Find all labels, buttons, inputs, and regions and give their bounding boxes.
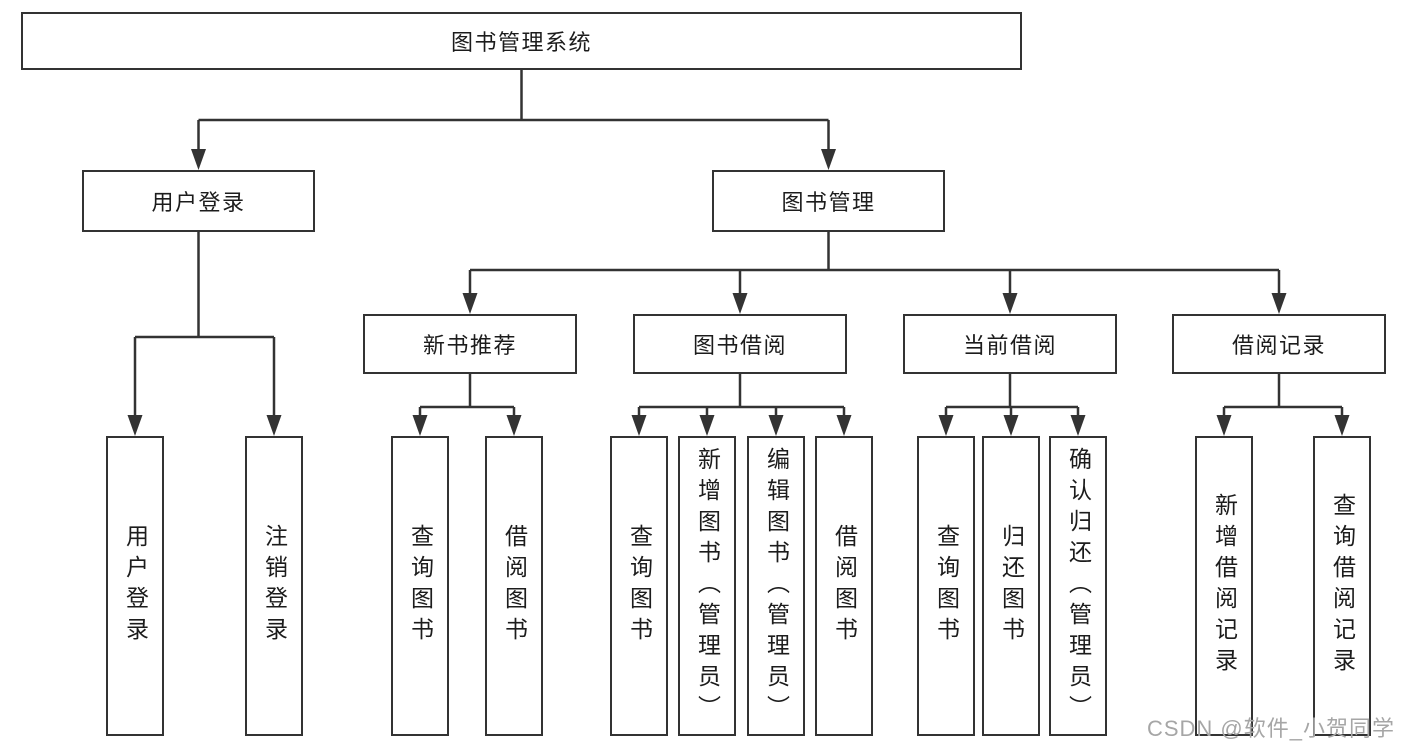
node-new-book-recommend: 新书推荐 [363, 314, 577, 374]
arrowhead-icon [836, 415, 852, 436]
connector-currentborrow-to-leaves [938, 374, 1086, 436]
arrowhead-icon [732, 293, 748, 314]
node-current-borrowing: 当前借阅 [903, 314, 1117, 374]
arrowhead-icon [1070, 415, 1086, 436]
arrowhead-icon [462, 293, 478, 314]
arrowhead-icon [1271, 293, 1287, 314]
arrowhead-icon [768, 415, 784, 436]
node-label: 借阅记录 [1231, 333, 1326, 358]
node-label: 新书推荐 [422, 333, 517, 358]
arrowhead-icon [412, 415, 428, 436]
arrowhead-icon [821, 149, 836, 170]
leaf-label: 查询图书 [407, 524, 434, 648]
connector-bookborrow-to-leaves [631, 374, 852, 436]
arrowhead-icon [631, 415, 647, 436]
node-label: 用户登录 [151, 190, 246, 215]
csdn-watermark: CSDN @软件_小贺同学 [1146, 716, 1395, 741]
node-label: 当前借阅 [962, 333, 1057, 358]
arrowhead-icon [191, 149, 206, 170]
arrowhead-icon [938, 415, 954, 436]
arrowhead-icon [1216, 415, 1232, 436]
leaf-label: 新增借阅记录 [1211, 493, 1238, 679]
node-book-borrowing: 图书借阅 [633, 314, 847, 374]
leaf-label: 查询借阅记录 [1329, 493, 1356, 679]
arrowhead-icon [1003, 415, 1019, 436]
node-borrowing-records: 借阅记录 [1172, 314, 1386, 374]
leaf-label: 编辑图书（管理员） [763, 446, 790, 726]
node-label: 图书管理系统 [450, 30, 592, 55]
connector-bookmgmt-to-level3 [462, 232, 1287, 314]
leaf-newbooks-query-books: 查询图书 [391, 436, 449, 736]
arrowhead-icon [1334, 415, 1350, 436]
leaf-current-confirm-return-admin: 确认归还（管理员） [1049, 436, 1107, 736]
leaf-records-query-record: 查询借阅记录 [1313, 436, 1371, 736]
arrowhead-icon [266, 415, 282, 436]
leaf-label: 确认归还（管理员） [1065, 446, 1092, 726]
leaf-borrow-query-books: 查询图书 [610, 436, 668, 736]
arrowhead-icon [127, 415, 143, 436]
leaf-label: 借阅图书 [831, 524, 858, 648]
connector-borrowrecords-to-leaves [1216, 374, 1350, 436]
leaf-label: 借阅图书 [501, 524, 528, 648]
node-label: 图书借阅 [692, 333, 787, 358]
leaf-label: 用户登录 [122, 524, 149, 648]
leaf-user-login: 用户登录 [106, 436, 164, 736]
node-book-management-module: 图书管理 [712, 170, 945, 232]
leaf-borrow-edit-books-admin: 编辑图书（管理员） [747, 436, 805, 736]
leaf-borrow-add-books-admin: 新增图书（管理员） [678, 436, 736, 736]
leaf-logout: 注销登录 [245, 436, 303, 736]
leaf-label: 新增图书（管理员） [694, 446, 721, 726]
leaf-current-query-books: 查询图书 [917, 436, 975, 736]
leaf-label: 归还图书 [998, 524, 1025, 648]
leaf-newbooks-borrow-books: 借阅图书 [485, 436, 543, 736]
leaf-label: 查询图书 [933, 524, 960, 648]
leaf-label: 查询图书 [626, 524, 653, 648]
connector-newbooks-to-leaves [412, 374, 522, 436]
arrowhead-icon [699, 415, 715, 436]
leaf-current-return-books: 归还图书 [982, 436, 1040, 736]
arrowhead-icon [1002, 293, 1018, 314]
leaf-label: 注销登录 [261, 524, 288, 648]
node-library-management-system: 图书管理系统 [21, 12, 1022, 70]
connector-userlogin-to-leaves [127, 232, 282, 436]
leaf-borrow-borrow-books: 借阅图书 [815, 436, 873, 736]
leaf-records-add-record: 新增借阅记录 [1195, 436, 1253, 736]
node-user-login-module: 用户登录 [82, 170, 315, 232]
arrowhead-icon [506, 415, 522, 436]
connector-root-to-level2 [191, 70, 836, 170]
node-label: 图书管理 [781, 190, 876, 215]
